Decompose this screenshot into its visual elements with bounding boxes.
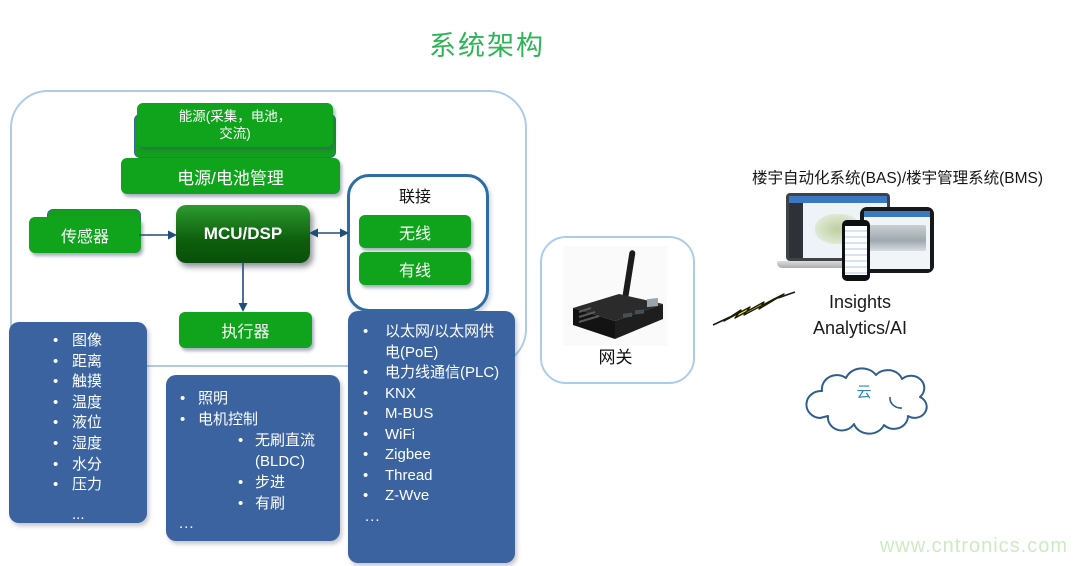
sensor-types-more: ... — [72, 505, 85, 523]
list-item: Zigbee — [363, 445, 507, 466]
gateway-label: 网关 — [598, 348, 633, 367]
arrow-sensor-to-mcu-icon — [139, 230, 177, 240]
connectivity-types-more: ... — [365, 507, 381, 525]
connectivity-types-list: 以太网/以太网供电(PoE)电力线通信(PLC)KNXM-BUSWiFiZigb… — [348, 311, 515, 507]
list-item: 温度 — [53, 393, 147, 414]
cloud-label: 云 — [856, 383, 872, 401]
list-item: 电力线通信(PLC) — [363, 363, 507, 384]
list-item: Thread — [363, 466, 507, 487]
laptop-base — [777, 261, 899, 268]
list-item: 步进 — [238, 472, 340, 493]
page-title: 系统架构 — [429, 31, 545, 61]
list-item: 距离 — [53, 352, 147, 373]
devices-image — [777, 191, 936, 283]
list-item: 无刷直流 (BLDC) — [238, 430, 340, 472]
gateway-router-image — [563, 246, 667, 346]
sensor-types-panel: 图像距离触摸温度液位湿度水分压力 ... — [9, 322, 147, 523]
list-item: 液位 — [53, 413, 147, 434]
motor-sub-types-list: 无刷直流 (BLDC)步进有刷 — [166, 430, 340, 514]
actuator-box: 执行器 — [179, 312, 312, 348]
sensor-types-list: 图像距离触摸温度液位湿度水分压力 — [9, 322, 147, 496]
cloud-icon — [805, 367, 928, 435]
arrow-mcu-to-actuator-icon — [238, 262, 248, 312]
actuator-types-more: ... — [179, 515, 195, 532]
list-item: 有刷 — [238, 493, 340, 514]
bms-header: 楼宇自动化系统(BAS)/楼宇管理系统(BMS) — [752, 170, 1044, 187]
sensor-box: 传感器 — [29, 217, 141, 253]
actuator-types-panel: 照明电机控制 无刷直流 (BLDC)步进有刷 ... — [166, 375, 340, 541]
wireless-box: 无线 — [359, 215, 471, 248]
insights-analytics-label: Insights Analytics/AI — [812, 292, 908, 338]
list-item: Z-Wve — [363, 486, 507, 507]
list-item: 电机控制 — [180, 409, 340, 430]
wired-box: 有线 — [359, 252, 471, 285]
list-item: 以太网/以太网供电(PoE) — [363, 322, 507, 363]
list-item: 照明 — [180, 388, 340, 409]
list-item: 触摸 — [53, 372, 147, 393]
connectivity-types-panel: 以太网/以太网供电(PoE)电力线通信(PLC)KNXM-BUSWiFiZigb… — [348, 311, 515, 563]
list-item: M-BUS — [363, 404, 507, 425]
list-item: 图像 — [53, 331, 147, 352]
tablet-image — [860, 207, 934, 273]
actuator-types-list: 照明电机控制 — [166, 375, 340, 430]
arrow-mcu-connectivity-bidirectional-icon — [309, 228, 349, 238]
mcu-dsp-box: MCU/DSP — [176, 205, 310, 263]
lightning-bolt-icon — [712, 291, 796, 326]
power-management-box: 电源/电池管理 — [121, 158, 340, 194]
list-item: 水分 — [53, 455, 147, 476]
device-node-container — [10, 90, 527, 367]
list-item: KNX — [363, 384, 507, 405]
list-item: 湿度 — [53, 434, 147, 455]
connectivity-group-label: 联接 — [398, 189, 431, 206]
watermark: www.cntronics.com — [879, 535, 1068, 557]
energy-box: 能源(采集，电池， 交流) — [137, 103, 333, 147]
list-item: 压力 — [53, 475, 147, 496]
phone-image — [842, 220, 870, 281]
list-item: WiFi — [363, 425, 507, 446]
